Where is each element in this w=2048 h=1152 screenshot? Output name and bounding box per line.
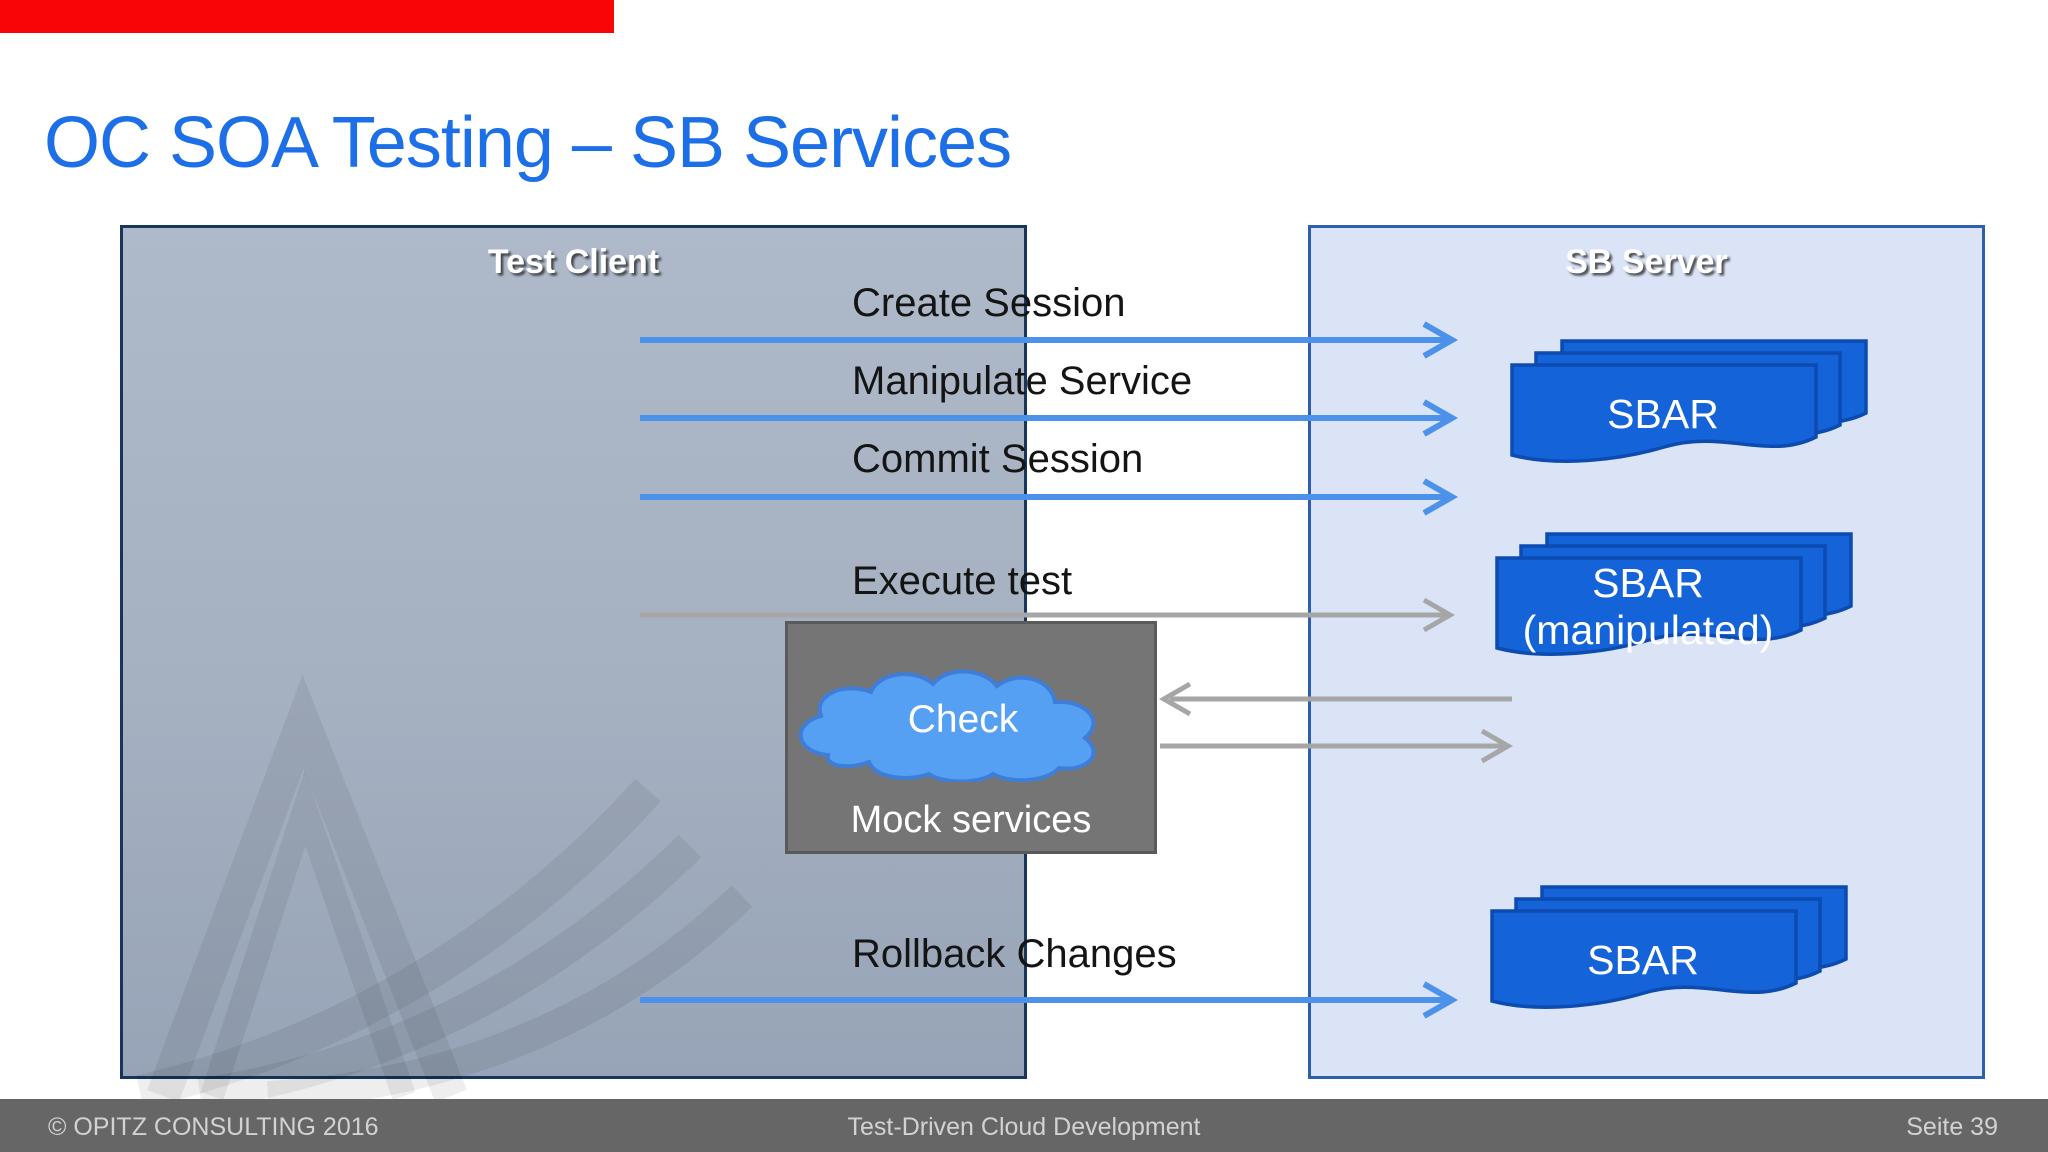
sbar-manipulated-label: (manipulated)	[1522, 607, 1774, 653]
sbar-label: SBAR	[1587, 936, 1699, 983]
flow-label-execute-test: Execute test	[852, 559, 1073, 603]
check-cloud: Check	[781, 658, 1145, 782]
check-cloud-label: Check	[907, 698, 1019, 741]
top-red-bar	[0, 0, 614, 33]
flow-label-manipulate-service: Manipulate Service	[852, 359, 1193, 403]
flow-label-rollback-changes: Rollback Changes	[852, 932, 1177, 976]
page-title: OC SOA Testing – SB Services	[44, 103, 1012, 183]
footer-copyright: © OPITZ CONSULTING 2016	[48, 1113, 379, 1141]
sbar-stack: SBAR	[1490, 885, 1850, 1027]
flow-label-create-session: Create Session	[852, 281, 1126, 325]
sb-server-title: SB Server	[1565, 243, 1728, 281]
sbar-manipulated-stack: SBAR (manipulated)	[1495, 532, 1855, 674]
test-client-title: Test Client	[487, 243, 660, 281]
footer-bar: © OPITZ CONSULTING 2016 Test-Driven Clou…	[0, 1099, 2048, 1152]
footer-deck-title: Test-Driven Cloud Development	[847, 1113, 1201, 1141]
mock-services-label: Mock services	[850, 799, 1092, 841]
sbar-label: SBAR	[1592, 560, 1704, 606]
flow-label-commit-session: Commit Session	[852, 437, 1144, 481]
sbar-label: SBAR	[1607, 390, 1719, 437]
footer-page-number: Seite 39	[1906, 1113, 1998, 1141]
sbar-stack: SBAR	[1510, 339, 1870, 481]
